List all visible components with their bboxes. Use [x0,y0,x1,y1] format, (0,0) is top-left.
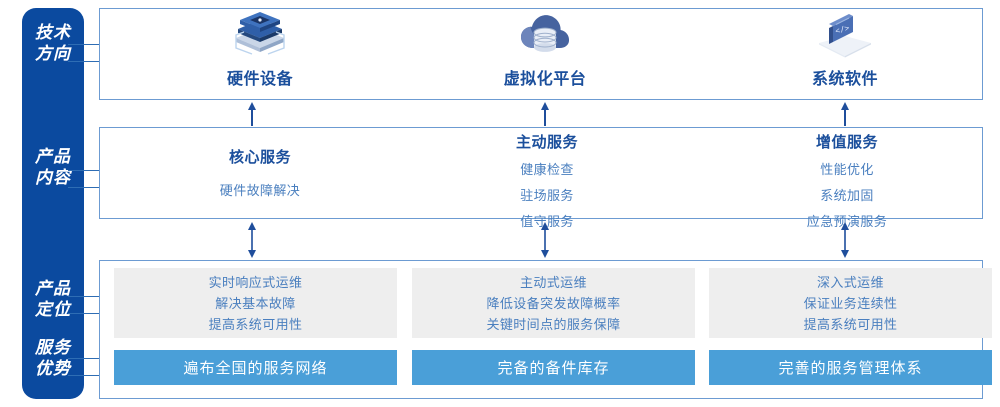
server-stack-icon [140,8,380,62]
arrow-up-system-software [838,101,852,131]
technology-column-system-software[interactable]: </> 系统软件 [725,8,965,98]
connector-advantage-bottom [68,375,100,376]
connector-technology-top [68,44,100,45]
arrow-up-hardware [245,101,259,131]
rail-label-service-advantage: 服务 优势 [35,338,71,378]
rail-label-product-content: 产品 内容 [35,147,71,187]
technology-title-hardware: 硬件设备 [226,71,293,88]
product-panel [99,127,983,219]
rail-label-technology-direction: 技术 方向 [35,23,71,63]
product-title-value-added: 增值服务 [815,134,878,151]
product-item-value-added-0: 性能优化 [820,162,874,177]
positioning-line-2-1: 保证业务连续性 [803,295,898,311]
technology-column-hardware[interactable]: 硬件设备 [140,8,380,98]
connector-positioning-bottom [68,313,100,314]
product-item-proactive-1: 驻场服务 [520,188,574,203]
arrow-double-core [245,222,259,263]
product-column-proactive[interactable]: 主动服务 健康检查 驻场服务 值守服务 [417,131,677,230]
positioning-line-0-0: 实时响应式运维 [208,274,303,290]
connector-positioning-top [68,296,100,297]
product-item-proactive-2: 值守服务 [520,214,574,229]
product-item-value-added-1: 系统加固 [820,188,874,203]
positioning-card-proactive[interactable]: 主动式运维 降低设备突发故障概率 关键时间点的服务保障 [412,268,695,338]
advantage-bar-management-system[interactable]: 完善的服务管理体系 [709,350,992,385]
product-item-core-0: 硬件故障解决 [219,183,301,198]
connector-product-bottom [68,187,100,188]
rail-label-product-positioning: 产品 定位 [35,279,71,319]
positioning-line-0-2: 提高系统可用性 [208,316,303,332]
positioning-line-2-2: 提高系统可用性 [803,316,898,332]
category-rail [22,8,84,399]
advantage-bar-service-network[interactable]: 遍布全国的服务网络 [114,350,397,385]
arrow-double-proactive [538,222,552,263]
product-item-proactive-0: 健康检查 [520,162,574,177]
laptop-code-icon: </> [725,8,965,62]
positioning-line-0-1: 解决基本故障 [215,295,296,311]
positioning-card-realtime[interactable]: 实时响应式运维 解决基本故障 提高系统可用性 [114,268,397,338]
positioning-line-1-2: 关键时间点的服务保障 [486,316,621,332]
technology-title-virtualization: 虚拟化平台 [503,71,587,88]
arrow-up-virtualization [538,101,552,131]
product-column-value-added[interactable]: 增值服务 性能优化 系统加固 应急预演服务 [717,131,977,230]
technology-column-virtualization[interactable]: 虚拟化平台 [425,8,665,98]
connector-product-top [68,170,100,171]
product-title-core: 核心服务 [228,149,291,166]
product-item-value-added-2: 应急预演服务 [806,214,888,229]
arrow-double-value-added [838,222,852,263]
connector-technology-bottom [68,61,100,62]
positioning-line-2-0: 深入式运维 [816,274,884,290]
cloud-database-icon [425,8,665,62]
connector-advantage-top [68,358,100,359]
positioning-line-1-1: 降低设备突发故障概率 [486,295,621,311]
svg-text:</>: </> [834,24,851,37]
positioning-line-1-0: 主动式运维 [519,274,587,290]
advantage-bar-spare-parts[interactable]: 完备的备件库存 [412,350,695,385]
positioning-card-indepth[interactable]: 深入式运维 保证业务连续性 提高系统可用性 [709,268,992,338]
product-title-proactive: 主动服务 [515,134,578,151]
product-column-core[interactable]: 核心服务 硬件故障解决 [130,146,390,199]
technology-title-system-software: 系统软件 [811,71,878,88]
